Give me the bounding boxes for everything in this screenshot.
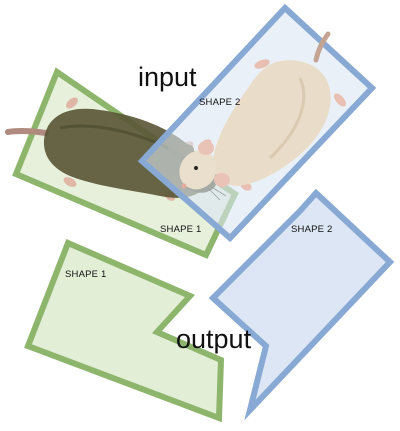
light-mouse-ear [214,173,230,187]
dark-mouse-foot [66,97,78,109]
light-mouse-foot [254,59,270,69]
output-shape-1-label: SHAPE 1 [65,269,107,280]
light-mouse-eye [194,166,198,170]
input-heading: input [138,62,197,92]
dark-mouse-tail [5,127,49,136]
light-mouse-body [213,60,331,186]
light-mouse-illustration [179,31,346,191]
output-shape-2-region [208,188,395,421]
light-mouse-head [179,150,217,190]
light-mouse-ear [198,141,214,155]
input-shape-1-label: SHAPE 1 [160,224,202,235]
output-shape-1-region [24,239,225,423]
input-shape-2-label: SHAPE 2 [199,97,241,108]
output-shape-2-label: SHAPE 2 [291,224,333,235]
dark-mouse-foot [63,177,77,187]
light-mouse-tail [313,31,331,63]
output-heading: output [176,324,252,354]
light-mouse-foot [334,93,346,107]
light-mouse-nose [181,183,187,189]
light-mouse-shading [268,77,306,160]
